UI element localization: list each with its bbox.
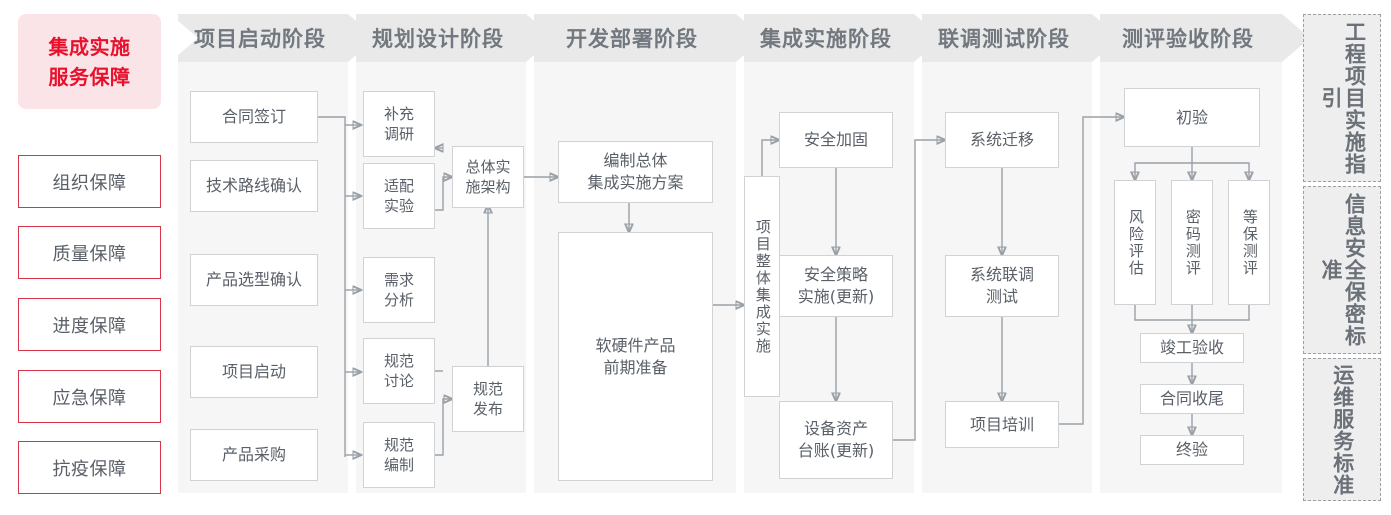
- node-label: 编制总体集成实施方案: [587, 151, 684, 192]
- node-mlps-evaluation[interactable]: 等保测评: [1228, 180, 1270, 305]
- node-label: 等保测评: [1240, 208, 1259, 277]
- node-contract-closeout[interactable]: 合同收尾: [1140, 384, 1244, 414]
- node-label: 安全策略实施(更新): [797, 265, 875, 306]
- node-label: 项目启动: [221, 362, 286, 381]
- guarantee-title-line2: 服务保障: [48, 64, 131, 89]
- node-label: 系统迁移: [969, 130, 1034, 149]
- node-joint-debug-test[interactable]: 系统联调测试: [945, 255, 1059, 317]
- node-label: 初验: [1175, 107, 1208, 127]
- node-adaptation-experiment[interactable]: 适配实验: [363, 163, 435, 229]
- node-label: 规范编制: [383, 436, 414, 474]
- node-label: 竣工验收: [1159, 338, 1224, 357]
- phase-header-joint-test[interactable]: 联调测试阶段: [922, 14, 1092, 62]
- node-label: 技术路线确认: [205, 176, 302, 195]
- node-label: 安全加固: [803, 130, 868, 149]
- node-label: 适配实验: [383, 177, 414, 215]
- sidebar-item-label: 质量保障: [52, 243, 127, 265]
- node-label: 合同签订: [221, 107, 286, 126]
- node-label: 规范讨论: [383, 352, 414, 390]
- standard-panel-label: 运维服务标准: [1330, 363, 1355, 496]
- phase-header-label: 开发部署阶段: [566, 27, 698, 51]
- phase-header-planning[interactable]: 规划设计阶段: [356, 14, 526, 62]
- node-spec-drafting[interactable]: 规范编制: [363, 422, 435, 488]
- node-contract-signing[interactable]: 合同签订: [190, 91, 318, 143]
- node-overall-project-integration[interactable]: 项目整体集成实施: [744, 176, 780, 397]
- node-label: 密码测评: [1183, 208, 1202, 277]
- sidebar-item-quality[interactable]: 质量保障: [18, 226, 161, 279]
- node-label: 终验: [1175, 440, 1208, 459]
- node-overall-integration-plan[interactable]: 编制总体集成实施方案: [558, 141, 713, 203]
- node-label: 需求分析: [383, 271, 414, 309]
- node-tech-route-confirm[interactable]: 技术路线确认: [190, 160, 318, 212]
- node-product-selection[interactable]: 产品选型确认: [190, 254, 318, 306]
- node-label: 软硬件产品前期准备: [595, 335, 676, 377]
- sidebar-item-label: 应急保障: [52, 387, 127, 409]
- node-final-acceptance[interactable]: 终验: [1140, 435, 1244, 465]
- sidebar-item-organization[interactable]: 组织保障: [18, 155, 161, 208]
- phase-header-startup[interactable]: 项目启动阶段: [178, 14, 348, 62]
- sidebar-item-emergency[interactable]: 应急保障: [18, 370, 161, 423]
- node-project-kickoff[interactable]: 项目启动: [190, 346, 318, 398]
- node-label: 规范发布: [472, 380, 503, 418]
- node-project-training[interactable]: 项目培训: [945, 401, 1059, 448]
- node-final-construction-acceptance[interactable]: 竣工验收: [1140, 333, 1244, 363]
- phase-header-label: 规划设计阶段: [372, 27, 504, 51]
- node-label: 系统联调测试: [969, 265, 1034, 306]
- phase-header-acceptance[interactable]: 测评验收阶段: [1100, 14, 1282, 62]
- node-risk-assessment[interactable]: 风险评估: [1114, 180, 1156, 305]
- node-label: 总体实施架构: [465, 158, 511, 196]
- node-label: 项目整体集成实施: [753, 218, 772, 355]
- standard-panel-infosec[interactable]: 信息安全保密标准: [1303, 186, 1381, 354]
- node-label: 合同收尾: [1159, 389, 1224, 408]
- node-label: 设备资产台账(更新): [797, 419, 875, 460]
- sidebar-item-epidemic[interactable]: 抗疫保障: [18, 441, 161, 494]
- guarantee-title-line1: 集成实施: [48, 34, 131, 59]
- sidebar-item-label: 抗疫保障: [52, 458, 127, 480]
- node-hw-sw-preparation[interactable]: 软硬件产品前期准备: [558, 232, 713, 481]
- node-supplementary-research[interactable]: 补充调研: [363, 91, 435, 157]
- guarantee-title-card: 集成实施 服务保障: [18, 14, 161, 109]
- standard-panel-label: 信息安全保密标准: [1319, 193, 1367, 347]
- node-overall-implementation-architecture[interactable]: 总体实施架构: [452, 146, 524, 208]
- node-label: 产品采购: [221, 445, 286, 464]
- node-label: 产品选型确认: [205, 270, 302, 289]
- phase-header-label: 集成实施阶段: [760, 27, 892, 51]
- standard-panel-ops-service[interactable]: 运维服务标准: [1303, 358, 1381, 501]
- phase-header-label: 项目启动阶段: [194, 27, 326, 51]
- node-asset-ledger-update[interactable]: 设备资产台账(更新): [779, 401, 893, 479]
- sidebar-item-schedule[interactable]: 进度保障: [18, 298, 161, 351]
- sidebar-item-label: 组织保障: [52, 172, 127, 194]
- phase-header-label: 测评验收阶段: [1122, 27, 1254, 51]
- standard-panel-label: 工程项目实施指引: [1319, 21, 1367, 175]
- phase-header-integration[interactable]: 集成实施阶段: [744, 14, 914, 62]
- node-system-migration[interactable]: 系统迁移: [945, 112, 1059, 168]
- node-security-policy-impl[interactable]: 安全策略实施(更新): [779, 255, 893, 317]
- node-spec-release[interactable]: 规范发布: [452, 366, 524, 432]
- node-spec-discussion[interactable]: 规范讨论: [363, 338, 435, 404]
- sidebar-item-label: 进度保障: [52, 315, 127, 337]
- node-product-purchase[interactable]: 产品采购: [190, 429, 318, 481]
- phase-header-label: 联调测试阶段: [938, 27, 1070, 51]
- node-crypto-evaluation[interactable]: 密码测评: [1171, 180, 1213, 305]
- node-security-hardening[interactable]: 安全加固: [779, 112, 893, 168]
- standard-panel-engineering[interactable]: 工程项目实施指引: [1303, 14, 1381, 182]
- node-preliminary-acceptance[interactable]: 初验: [1124, 88, 1260, 147]
- node-requirement-analysis[interactable]: 需求分析: [363, 257, 435, 323]
- node-label: 风险评估: [1126, 208, 1145, 277]
- node-label: 项目培训: [969, 414, 1034, 434]
- phase-header-development[interactable]: 开发部署阶段: [534, 14, 736, 62]
- node-label: 补充调研: [383, 105, 414, 143]
